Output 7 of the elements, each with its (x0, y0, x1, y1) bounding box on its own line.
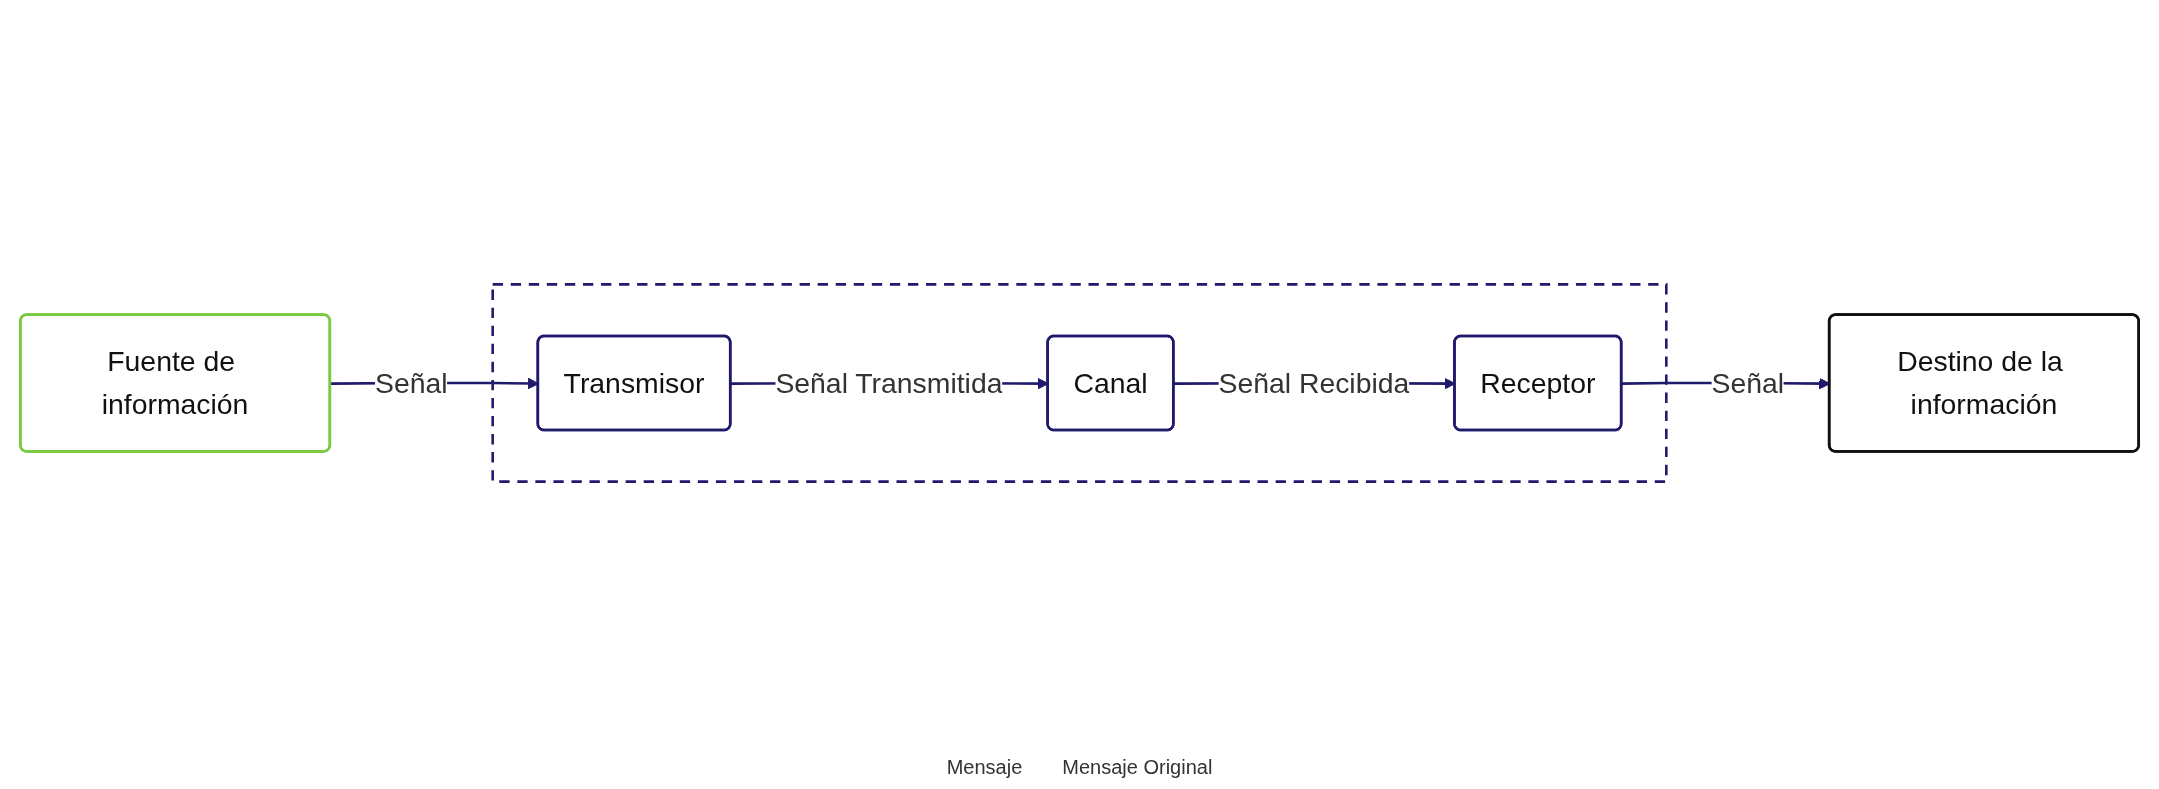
cluster (491, 283, 1668, 483)
edge-label: Señal (374, 366, 448, 400)
note-text: Mensaje Original (1062, 756, 1213, 779)
edge-label: Señal Recibida (1218, 366, 1410, 400)
edge-label: Señal (1711, 366, 1785, 400)
note-text: Mensaje (946, 756, 1023, 779)
edge-label: Señal Transmitida (775, 366, 1003, 400)
